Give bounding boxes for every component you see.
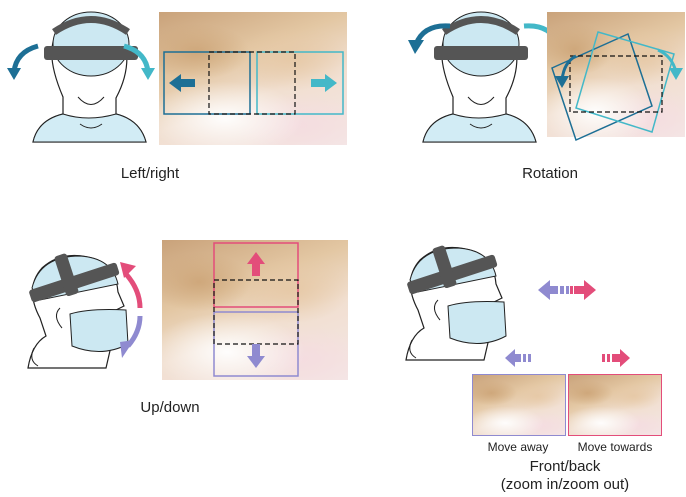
rotation-frame-overlay: [540, 10, 686, 140]
label-move-away: Move away: [468, 440, 568, 454]
left-arrow-icon: [6, 42, 46, 82]
caption-front-back: Front/back: [490, 458, 640, 475]
left-right-frame-overlay: [159, 12, 347, 145]
move-towards-arrow-icon: [602, 348, 632, 368]
move-towards-image: [568, 374, 662, 436]
caption-zoom: (zoom in/zoom out): [470, 476, 660, 493]
move-away-arrow-icon: [505, 348, 535, 368]
front-back-double-arrow-icon: [538, 278, 598, 302]
caption-rotation: Rotation: [500, 165, 600, 182]
up-down-arrows-icon: [118, 260, 158, 360]
caption-up-down: Up/down: [120, 399, 220, 416]
up-down-frame-overlay: [162, 240, 348, 380]
label-move-towards: Move towards: [560, 440, 670, 454]
panel-left-right: Left/right: [0, 0, 350, 200]
right-arrow-icon: [118, 42, 158, 82]
rotate-left-arrow-icon: [406, 18, 456, 58]
panel-front-back: Move away Move towards Front/back (zoom …: [350, 230, 686, 497]
panel-up-down: Up/down: [0, 230, 350, 430]
panel-rotation: Rotation: [350, 0, 686, 200]
caption-left-right: Left/right: [100, 165, 200, 182]
move-away-image: [472, 374, 566, 436]
